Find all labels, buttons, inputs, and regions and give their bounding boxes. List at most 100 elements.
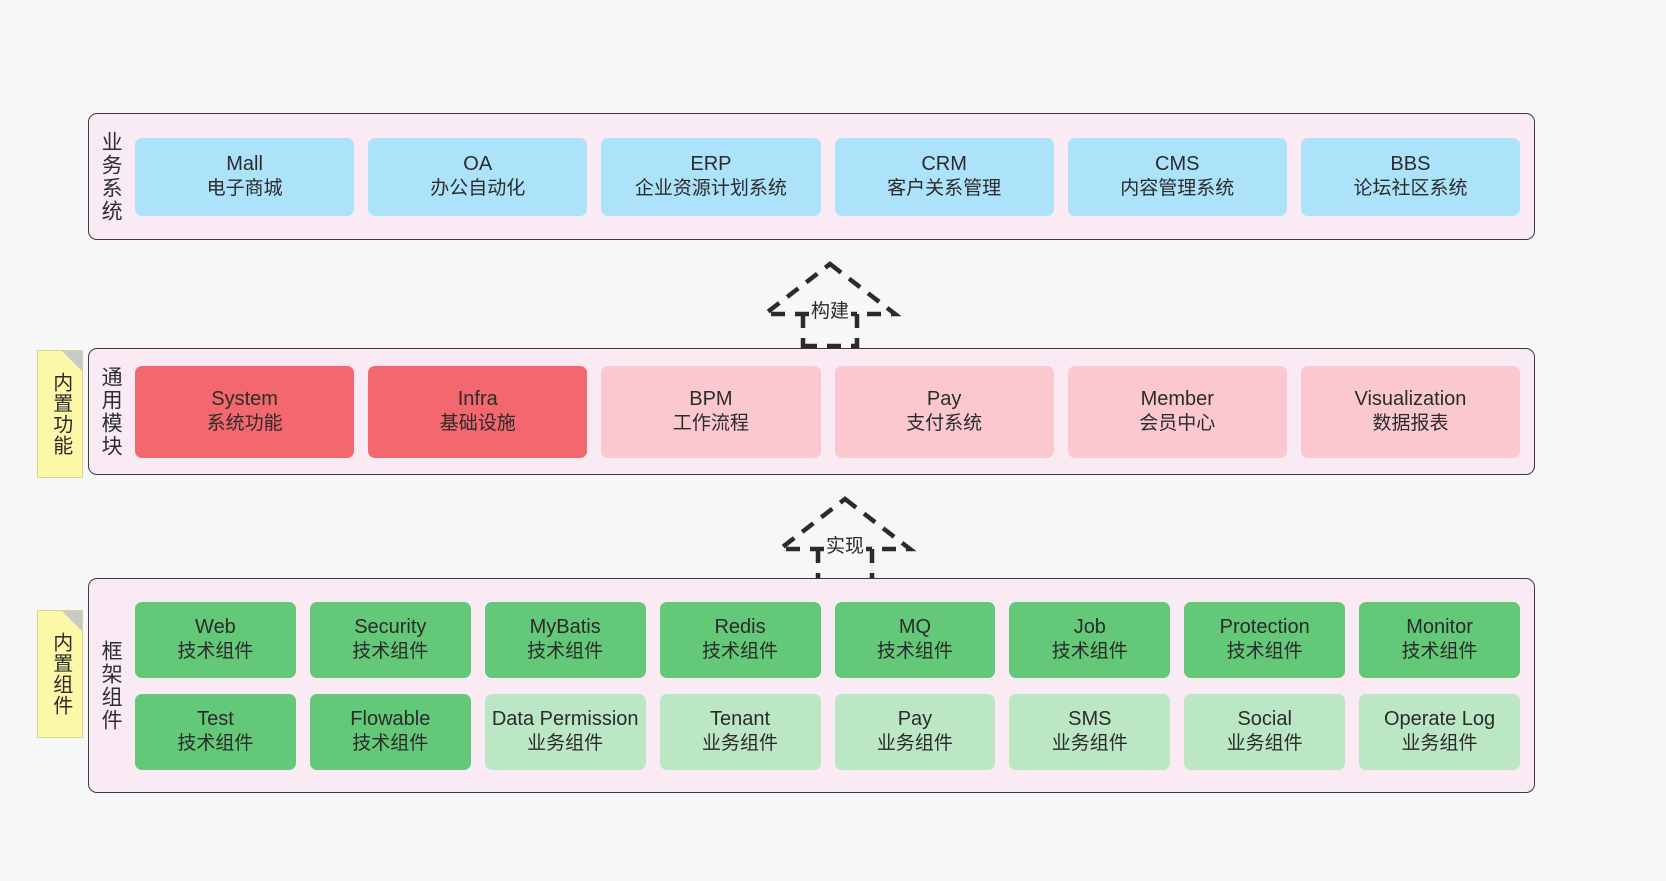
framework-row-technical: Web 技术组件 Security 技术组件 MyBatis 技术组件 Redi… (135, 601, 1520, 678)
card-pay-component-name: Pay (897, 708, 933, 731)
layer-framework-component-title: 框架组件 (99, 639, 123, 732)
card-member-name: Member (1140, 388, 1214, 411)
layer-framework-component: 框架组件 Web 技术组件 Security 技术组件 MyBatis 技术组件… (88, 578, 1535, 793)
card-flowable-name: Flowable (350, 708, 431, 731)
card-mq-name: MQ (898, 616, 932, 639)
layer-common-module-title: 通用模块 (99, 365, 123, 458)
connector-implement: 实现 (770, 493, 920, 584)
card-member[interactable]: Member 会员中心 (1067, 365, 1287, 458)
card-protection-desc: 技术组件 (1226, 641, 1303, 663)
card-mall[interactable]: Mall 电子商城 (135, 137, 355, 216)
card-flowable[interactable]: Flowable 技术组件 (309, 693, 471, 770)
card-job[interactable]: Job 技术组件 (1009, 601, 1171, 678)
card-job-desc: 技术组件 (1051, 641, 1128, 663)
card-bbs-desc: 论坛社区系统 (1353, 178, 1468, 200)
card-mybatis-desc: 技术组件 (527, 641, 604, 663)
card-infra-name: Infra (457, 388, 498, 411)
card-flowable-desc: 技术组件 (352, 733, 429, 755)
card-social-desc: 业务组件 (1226, 733, 1303, 755)
card-redis-name: Redis (714, 616, 766, 639)
connector-build: 构建 (755, 258, 905, 349)
card-mall-desc: 电子商城 (206, 178, 283, 200)
card-crm-desc: 客户关系管理 (887, 178, 1002, 200)
card-mall-name: Mall (226, 153, 263, 176)
card-bpm[interactable]: BPM 工作流程 (601, 365, 821, 458)
card-tenant[interactable]: Tenant 业务组件 (659, 693, 821, 770)
card-oa-name: OA (463, 153, 493, 176)
card-system-desc: 系统功能 (206, 413, 283, 435)
card-erp-desc: 企业资源计划系统 (634, 178, 787, 200)
card-monitor-desc: 技术组件 (1401, 641, 1478, 663)
card-erp[interactable]: ERP 企业资源计划系统 (601, 137, 821, 216)
card-bbs-name: BBS (1390, 153, 1431, 176)
card-visualization[interactable]: Visualization 数据报表 (1300, 365, 1521, 458)
card-pay-module-name: Pay (926, 388, 962, 411)
card-sms-desc: 业务组件 (1051, 733, 1128, 755)
card-pay-component[interactable]: Pay 业务组件 (834, 693, 996, 770)
sticky-note-builtin-component: 内置组件 (37, 610, 83, 738)
card-bpm-name: BPM (689, 388, 733, 411)
card-security[interactable]: Security 技术组件 (309, 601, 471, 678)
sticky-note-builtin-component-label: 内置组件 (49, 632, 72, 716)
card-data-permission-desc: 业务组件 (527, 733, 604, 755)
card-test[interactable]: Test 技术组件 (135, 693, 296, 770)
card-operate-log[interactable]: Operate Log 业务组件 (1359, 693, 1520, 770)
card-bbs[interactable]: BBS 论坛社区系统 (1300, 137, 1521, 216)
card-operate-log-name: Operate Log (1383, 708, 1496, 731)
layer-common-module-cards: System 系统功能 Infra 基础设施 BPM 工作流程 Pay 支付系统… (131, 349, 1534, 474)
card-web-name: Web (195, 616, 236, 639)
card-member-desc: 会员中心 (1139, 413, 1216, 435)
card-data-permission[interactable]: Data Permission 业务组件 (484, 693, 646, 770)
card-social-name: Social (1237, 708, 1292, 731)
card-pay-component-desc: 业务组件 (876, 733, 953, 755)
sticky-fold-corner-icon (62, 351, 82, 371)
card-visualization-desc: 数据报表 (1372, 413, 1449, 435)
card-security-name: Security (354, 616, 427, 639)
card-test-desc: 技术组件 (177, 733, 254, 755)
card-test-name: Test (197, 708, 234, 731)
card-mybatis[interactable]: MyBatis 技术组件 (484, 601, 646, 678)
card-social[interactable]: Social 业务组件 (1184, 693, 1346, 770)
card-protection-name: Protection (1219, 616, 1310, 639)
layer-business-system: 业务系统 Mall 电子商城 OA 办公自动化 ERP 企业资源计划系统 CRM… (88, 113, 1535, 240)
layer-framework-component-cards: Web 技术组件 Security 技术组件 MyBatis 技术组件 Redi… (131, 579, 1534, 792)
card-mq[interactable]: MQ 技术组件 (834, 601, 996, 678)
card-tenant-desc: 业务组件 (702, 733, 779, 755)
layer-business-system-cards: Mall 电子商城 OA 办公自动化 ERP 企业资源计划系统 CRM 客户关系… (131, 114, 1534, 239)
card-tenant-name: Tenant (710, 708, 771, 731)
card-system[interactable]: System 系统功能 (135, 365, 355, 458)
framework-row-business: Test 技术组件 Flowable 技术组件 Data Permission … (135, 693, 1520, 770)
card-pay-module[interactable]: Pay 支付系统 (834, 365, 1054, 458)
card-infra-desc: 基础设施 (439, 413, 516, 435)
card-web[interactable]: Web 技术组件 (135, 601, 296, 678)
card-pay-module-desc: 支付系统 (906, 413, 983, 435)
card-monitor-name: Monitor (1406, 616, 1473, 639)
card-oa[interactable]: OA 办公自动化 (368, 137, 588, 216)
card-cms-desc: 内容管理系统 (1120, 178, 1235, 200)
layer-business-system-title: 业务系统 (99, 130, 123, 223)
card-cms-name: CMS (1155, 153, 1200, 176)
card-crm[interactable]: CRM 客户关系管理 (834, 137, 1054, 216)
card-redis[interactable]: Redis 技术组件 (659, 601, 821, 678)
card-redis-desc: 技术组件 (702, 641, 779, 663)
card-infra[interactable]: Infra 基础设施 (368, 365, 588, 458)
card-crm-name: CRM (921, 153, 967, 176)
card-cms[interactable]: CMS 内容管理系统 (1067, 137, 1287, 216)
card-security-desc: 技术组件 (352, 641, 429, 663)
card-sms[interactable]: SMS 业务组件 (1009, 693, 1171, 770)
card-sms-name: SMS (1068, 708, 1112, 731)
card-job-name: Job (1073, 616, 1106, 639)
card-visualization-name: Visualization (1354, 388, 1467, 411)
sticky-note-builtin-function: 内置功能 (37, 350, 83, 478)
card-oa-desc: 办公自动化 (430, 178, 526, 200)
layer-common-module: 通用模块 System 系统功能 Infra 基础设施 BPM 工作流程 Pay… (88, 348, 1535, 475)
card-operate-log-desc: 业务组件 (1401, 733, 1478, 755)
sticky-fold-corner-icon (62, 611, 82, 631)
card-mybatis-name: MyBatis (529, 616, 601, 639)
card-system-name: System (211, 388, 278, 411)
card-mq-desc: 技术组件 (876, 641, 953, 663)
card-monitor[interactable]: Monitor 技术组件 (1359, 601, 1520, 678)
card-protection[interactable]: Protection 技术组件 (1184, 601, 1346, 678)
card-bpm-desc: 工作流程 (672, 413, 749, 435)
